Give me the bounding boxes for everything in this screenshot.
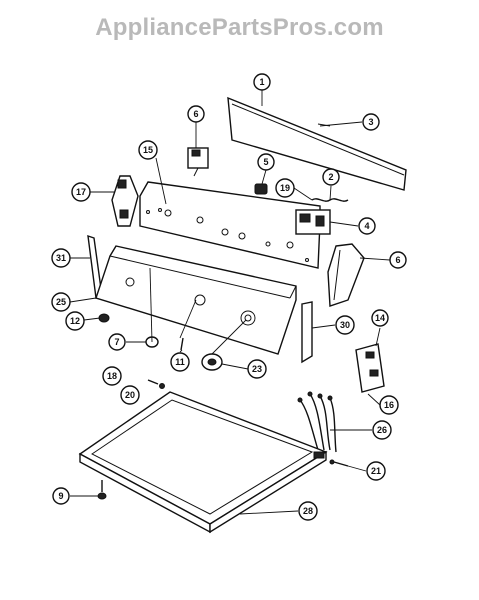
callout-31: 31 [51, 248, 71, 268]
callout-7: 7 [108, 333, 126, 351]
part-terminal-block [355, 343, 385, 393]
part-cabinet-top [78, 391, 328, 534]
part-push-button [98, 313, 110, 323]
svg-text:11: 11 [175, 357, 185, 367]
part-screw-11 [180, 337, 184, 351]
svg-text:21: 21 [371, 466, 381, 476]
svg-text:18: 18 [107, 371, 117, 381]
part-small-knob [254, 183, 268, 195]
callout-23: 23 [247, 359, 267, 379]
svg-text:1: 1 [259, 77, 264, 87]
part-right-end-cap [327, 243, 365, 307]
callout-30: 30 [335, 315, 355, 335]
callout-18-upper: 18 [102, 366, 122, 386]
svg-text:5: 5 [263, 157, 268, 167]
svg-text:7: 7 [114, 337, 119, 347]
callout-6-upper: 6 [187, 105, 205, 123]
callout-12: 12 [65, 311, 85, 331]
svg-text:12: 12 [70, 316, 80, 326]
callout-20: 20 [120, 385, 140, 405]
callout-6-lower: 6 [389, 251, 407, 269]
part-right-trim [301, 301, 313, 364]
svg-text:31: 31 [56, 253, 66, 263]
svg-text:19: 19 [280, 183, 290, 193]
svg-text:25: 25 [56, 297, 66, 307]
callout-16: 16 [379, 395, 399, 415]
part-screw-21 [329, 459, 349, 467]
callout-1: 1 [253, 73, 271, 91]
callout-21: 21 [366, 461, 386, 481]
callout-19: 19 [275, 178, 295, 198]
callout-15: 15 [138, 140, 158, 160]
svg-text:17: 17 [76, 187, 86, 197]
svg-text:15: 15 [143, 145, 153, 155]
part-screws-top [147, 379, 165, 389]
svg-text:26: 26 [377, 425, 387, 435]
svg-text:20: 20 [125, 390, 135, 400]
callout-25: 25 [51, 292, 71, 312]
watermark-logo: AppliancePartsPros.com [95, 14, 384, 41]
callout-2: 2 [322, 168, 340, 186]
svg-text:30: 30 [340, 320, 350, 330]
part-control-panel [139, 181, 321, 269]
svg-text:9: 9 [58, 491, 63, 501]
svg-text:14: 14 [375, 313, 385, 323]
part-top-panel [227, 96, 407, 191]
part-wire-harness [297, 391, 337, 453]
svg-text:6: 6 [395, 255, 400, 265]
callout-5: 5 [257, 153, 275, 171]
callout-28: 28 [298, 501, 318, 521]
callout-4: 4 [358, 217, 376, 235]
svg-text:28: 28 [303, 506, 313, 516]
callout-14: 14 [371, 309, 389, 327]
part-leveling-foot [97, 480, 107, 500]
part-large-knob [201, 353, 223, 371]
part-timer [295, 209, 331, 235]
part-switch [187, 147, 209, 177]
callout-9: 9 [52, 487, 70, 505]
svg-text:6: 6 [193, 109, 198, 119]
svg-text:23: 23 [252, 364, 262, 374]
leader-lines [69, 90, 391, 515]
callout-17: 17 [71, 182, 91, 202]
svg-text:2: 2 [328, 172, 333, 182]
callout-3: 3 [362, 113, 380, 131]
part-left-bracket [111, 175, 139, 227]
svg-text:16: 16 [384, 400, 394, 410]
callout-11: 11 [170, 352, 190, 372]
svg-text:4: 4 [364, 221, 369, 231]
callout-26: 26 [372, 420, 392, 440]
svg-text:3: 3 [368, 117, 373, 127]
